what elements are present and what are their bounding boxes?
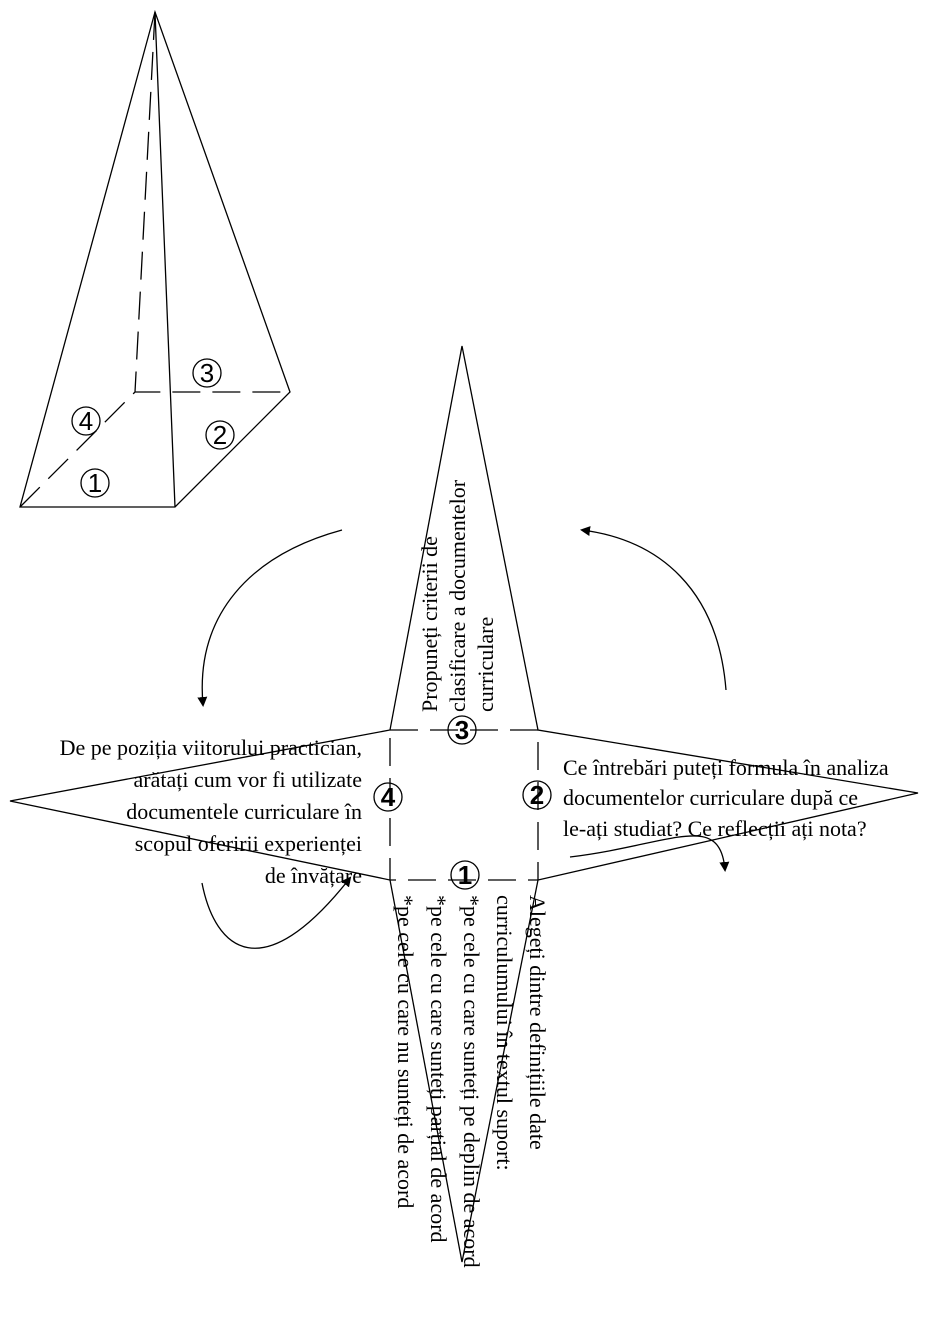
svg-text:3: 3 xyxy=(455,715,469,745)
pyramid-face2-label: 2 xyxy=(213,420,227,450)
arrow-bottom-right-icon xyxy=(569,835,730,872)
star-face3-number: 3 xyxy=(447,715,477,745)
arrow-top-left-icon xyxy=(197,529,343,707)
face4-line-5: de învățare xyxy=(265,863,362,888)
pyramid-face4-circle xyxy=(71,406,101,436)
svg-text:1: 1 xyxy=(458,860,472,890)
face3-text: Propuneți criterii de clasificare a docu… xyxy=(417,479,498,712)
unfolded-star xyxy=(9,345,919,1263)
face2-line-3: le-ați studiat? Ce reflecții ați nota? xyxy=(563,816,867,841)
star-outline xyxy=(9,345,919,1263)
face1-line-2: curriculumului în textul suport: xyxy=(492,895,517,1171)
pyramid-face3-circle xyxy=(192,358,222,388)
face2-text: Ce întrebări puteți formula în analiza d… xyxy=(563,755,889,841)
star-face4-number: 4 xyxy=(373,782,403,812)
pyramid-face3-label: 3 xyxy=(200,358,214,388)
face1-line-5: *pe cele cu care nu sunteți de acord xyxy=(393,895,418,1208)
pyramid-face1-label: 1 xyxy=(88,468,102,498)
face3-line-3: curriculare xyxy=(473,617,498,712)
pyramid-face2-circle xyxy=(205,420,235,450)
star-fold-lines xyxy=(389,729,539,881)
pyramid: 1 2 3 4 xyxy=(19,9,291,508)
face2-line-1: Ce întrebări puteți formula în analiza xyxy=(563,755,889,780)
arrow-top-right-icon xyxy=(580,526,727,691)
face4-line-4: scopul oferirii experienței xyxy=(135,831,362,856)
pyramid-edges xyxy=(19,9,291,508)
star-face2-number: 2 xyxy=(522,780,552,810)
pyramid-face4-label: 4 xyxy=(79,406,93,436)
face4-line-3: documentele curriculare în xyxy=(126,799,362,824)
face1-line-1: Alegeți dintre definițiile date xyxy=(525,895,550,1150)
face1-text: Alegeți dintre definițiile date curricul… xyxy=(393,895,550,1268)
star-face1-number: 1 xyxy=(450,860,480,890)
face4-text: De pe poziția viitorului practician, ară… xyxy=(60,735,362,888)
face3-line-1: Propuneți criterii de xyxy=(417,536,442,712)
face1-line-4: *pe cele cu care sunteți parțial de acor… xyxy=(426,895,451,1243)
pyramid-face1-circle xyxy=(80,468,110,498)
svg-text:4: 4 xyxy=(381,782,396,812)
face4-line-1: De pe poziția viitorului practician, xyxy=(60,735,362,760)
pyramid-hidden-edges xyxy=(19,11,290,508)
arrow-bottom-left-icon xyxy=(201,876,352,949)
face2-line-2: documentelor curriculare după ce xyxy=(563,785,858,810)
face4-line-2: arătați cum vor fi utilizate xyxy=(134,767,362,792)
svg-text:2: 2 xyxy=(530,780,544,810)
face3-line-2: clasificare a documentelor xyxy=(445,479,470,712)
face1-line-3: *pe cele cu care sunteți pe deplin de ac… xyxy=(459,895,484,1268)
